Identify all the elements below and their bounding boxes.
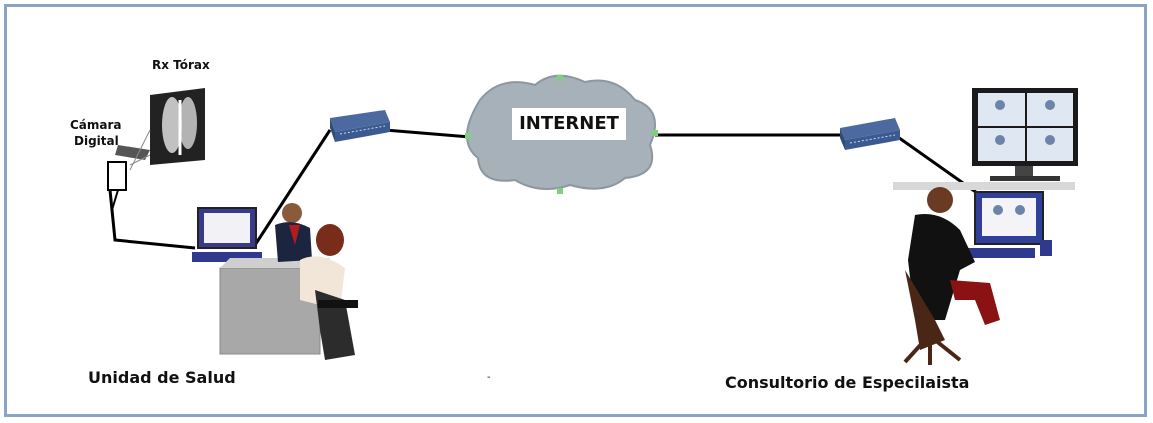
unidad-salud-label: Unidad de Salud [88,368,236,387]
xray-image [150,88,205,165]
internet-label: INTERNET [512,108,626,140]
digital-label: Digital [74,134,119,148]
computer-consultorio-icon [965,191,1052,258]
doctor-person-icon [275,203,312,262]
computer-unidad-icon [192,207,262,262]
switch-left-icon [330,110,390,142]
nurse-person-icon [300,224,358,360]
line-computer-to-switch-left [253,129,332,246]
video-monitor-icon [893,88,1078,190]
dot-mark: - [487,372,491,383]
camara-label: Cámara [70,118,122,132]
consultorio-label: Consultorio de Especilaista [725,373,970,392]
line-switch-left-to-internet [384,128,471,139]
line-camera-to-computer [108,189,196,250]
switch-right-icon [840,118,900,150]
rx-torax-label: Rx Tórax [152,58,210,72]
specialist-person-icon [903,187,1000,365]
diagram-frame [4,4,1147,417]
digital-camera-icon [107,129,151,211]
